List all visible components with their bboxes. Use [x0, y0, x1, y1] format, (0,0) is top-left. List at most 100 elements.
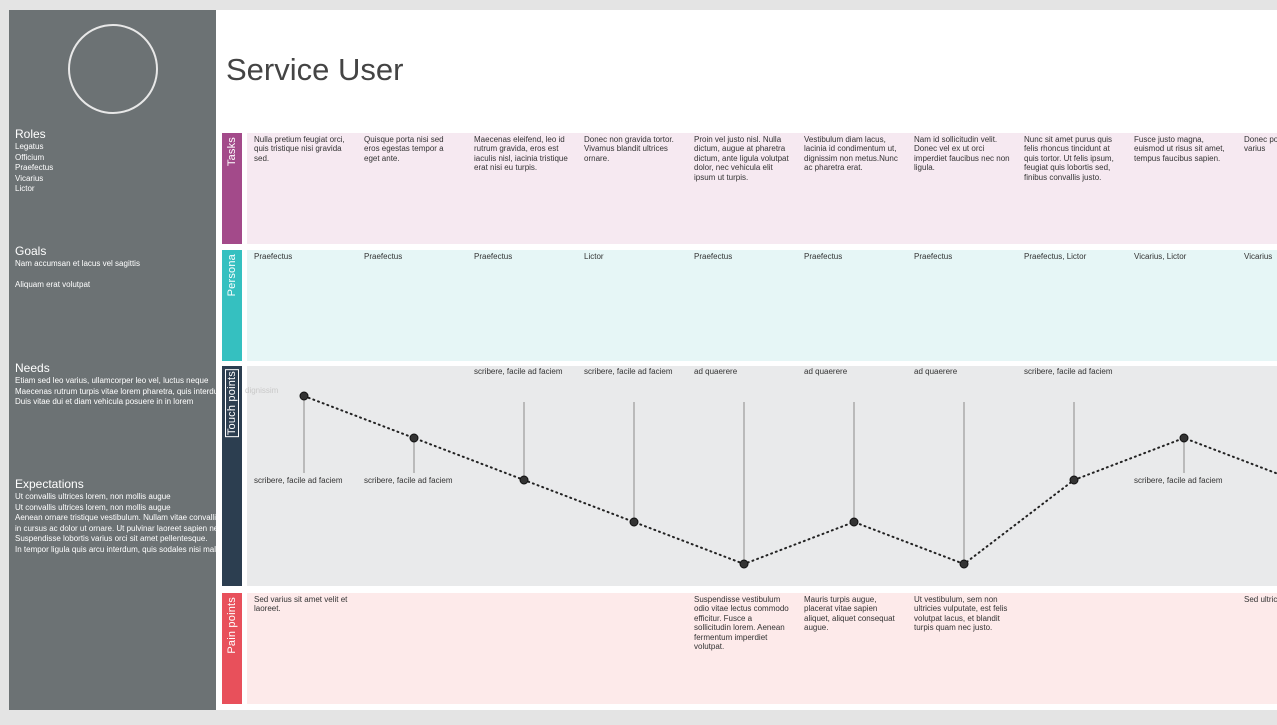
lane-cell[interactable]: Ut vestibulum, sem non ultricies vulputa…	[914, 595, 1008, 633]
lane-cell[interactable]: Praefectus	[804, 252, 843, 261]
expectations-section: Expectations Ut convallis ultrices lorem…	[15, 478, 216, 555]
touch-point-marker[interactable]	[519, 475, 529, 485]
touch-point-label[interactable]: scribere, facile ad faciem	[364, 476, 453, 485]
lane-body-pain-points: Sed varius sit amet velit et laoreet. Sus…	[247, 593, 1277, 704]
touch-points-path	[303, 395, 1277, 566]
touch-points-chart	[299, 391, 1277, 569]
lane-cell[interactable]: Fusce justo magna, euismod ut risus sit …	[1134, 135, 1225, 163]
lane-cell[interactable]: Quisque porta nisi sed eros egestas temp…	[364, 135, 444, 163]
lane-cell[interactable]: Praefectus	[474, 252, 513, 261]
touch-point-label[interactable]: scribere, facile ad faciem	[584, 367, 673, 376]
expectations-list: Ut convallis ultrices lorem, non mollis …	[15, 492, 216, 555]
lane-tab-touch-points[interactable]: Touch points	[222, 366, 242, 586]
sidebar-line: Legatus	[15, 142, 44, 151]
sidebar-line: Lictor	[15, 184, 35, 193]
lane-cell[interactable]	[1024, 593, 1120, 595]
lane-cell[interactable]: Vicarius	[1244, 252, 1273, 261]
lane-cell[interactable]: Vestibulum diam lacus, lacinia id condim…	[804, 135, 898, 173]
lane-cell[interactable]: Maecenas eleifend, leo id rutrum gravida…	[474, 135, 568, 173]
goals-title: Goals	[15, 244, 47, 258]
needs-list: Etiam sed leo varius, ullamcorper leo ve…	[15, 376, 216, 408]
lane-label-pain-points: Pain points	[226, 597, 238, 654]
sidebar-line: Suspendisse lobortis varius orci sit ame…	[15, 534, 208, 543]
lane-persona: Persona Praefectus Praefectus Praefectus Li…	[222, 250, 1277, 361]
touch-point-marker[interactable]	[409, 433, 419, 443]
ghost-label: dignissim	[245, 386, 279, 395]
page-title[interactable]: Service User	[226, 52, 404, 87]
lane-label-persona: Persona	[226, 254, 238, 297]
expectations-title: Expectations	[15, 477, 84, 491]
lane-body-persona: Praefectus Praefectus Praefectus Lictor Prae…	[247, 250, 1277, 361]
lane-cell[interactable]: Suspendisse vestibulum odio vitae lectus…	[694, 595, 789, 652]
lane-cell[interactable]: Nunc sit amet purus quis felis rhoncus t…	[1024, 135, 1114, 182]
sidebar-line: In tempor ligula quis arcu interdum, qui…	[15, 544, 216, 554]
sidebar-line: Ut convallis ultrices lorem, non mollis …	[15, 502, 171, 512]
touch-point-label[interactable]: scribere, facile ad faciem	[1134, 476, 1223, 485]
lane-cell[interactable]: Donec porttitor arcu a varius	[1244, 135, 1277, 154]
touch-point-marker[interactable]	[959, 559, 969, 569]
touch-point-label[interactable]: scribere, facile ad faciem	[1024, 367, 1113, 376]
lane-cell[interactable]: Donec non gravida tortor. Vivamus blandi…	[584, 135, 674, 163]
sidebar-line: Maecenas rutrum turpis vitae lorem phare…	[15, 386, 216, 396]
lane-cell[interactable]: Praefectus	[254, 252, 293, 261]
touch-point-marker[interactable]	[1179, 433, 1189, 443]
lane-label-touch-points: Touch points	[225, 366, 239, 442]
lane-cell[interactable]: Vicarius, Lictor	[1134, 252, 1187, 261]
touch-point-marker[interactable]	[1069, 475, 1079, 485]
lane-label-tasks: Tasks	[226, 137, 238, 167]
sidebar-line: Aenean ornare tristique vestibulum. Null…	[15, 513, 216, 522]
lane-cell[interactable]: Praefectus	[914, 252, 953, 261]
sidebar-line: Praefectus	[15, 163, 54, 172]
sidebar-line: Nam accumsan et lacus vel sagittis	[15, 259, 140, 268]
lane-cell[interactable]: Proin vel justo nisl. Nulla dictum, augu…	[694, 135, 789, 182]
avatar[interactable]	[68, 24, 158, 114]
roles-title: Roles	[15, 127, 46, 141]
lane-tab-tasks[interactable]: Tasks	[222, 133, 242, 244]
sidebar-line: Etiam sed leo varius, ullamcorper leo ve…	[15, 376, 209, 385]
touch-point-marker[interactable]	[629, 517, 639, 527]
touch-point-label[interactable]: ad quaerere	[694, 367, 738, 376]
sidebar-line: Ut convallis ultrices lorem, non mollis …	[15, 492, 171, 501]
touch-point-marker[interactable]	[739, 559, 749, 569]
sidebar-line: Aliquam erat volutpat	[15, 280, 91, 289]
lane-cell[interactable]: Nam id sollicitudin velit. Donec vel ex …	[914, 135, 1010, 173]
touch-point-label[interactable]: ad quaerere	[914, 367, 958, 376]
sidebar-line: in cursus ac dolor ut ornare. Ut pulvina…	[15, 523, 216, 533]
lane-cell[interactable]: Mauris turpis augue, placerat vitae sapi…	[804, 595, 895, 633]
touch-point-label[interactable]: ad quaerere	[804, 367, 848, 376]
lane-cell[interactable]	[474, 593, 570, 595]
sidebar-line: Duis vitae dui et diam vehicula posuere …	[15, 397, 194, 406]
touch-point-marker[interactable]	[849, 517, 859, 527]
lane-cell[interactable]: Sed ultricies pharetra	[1244, 595, 1277, 604]
touch-point-label[interactable]: scribere, facile ad faciem	[254, 476, 343, 485]
sidebar-line: Vicarius	[15, 173, 44, 183]
lane-cell[interactable]: Lictor	[584, 252, 604, 261]
lane-body-touch-points: dignissim scribere, facile ad faciem scri…	[245, 366, 1277, 586]
lane-cell[interactable]: Sed varius sit amet velit et laoreet.	[254, 595, 348, 614]
lane-tasks: Tasks Nulla pretium feugiat orci, quis t…	[222, 133, 1277, 244]
lane-cell[interactable]	[584, 593, 680, 595]
touch-point-marker[interactable]	[299, 391, 309, 401]
lane-tab-persona[interactable]: Persona	[222, 250, 242, 361]
lane-tab-pain-points[interactable]: Pain points	[222, 593, 242, 704]
sidebar-line: Officium	[15, 152, 45, 162]
lane-touch-points: Touch points dignissim scribere, facile …	[222, 366, 1277, 586]
sidebar-line	[15, 270, 216, 281]
lane-cell[interactable]	[364, 593, 460, 595]
lane-cell[interactable]	[1134, 593, 1230, 595]
lane-pain-points: Pain points Sed varius sit amet velit et…	[222, 593, 1277, 704]
lane-cell[interactable]: Praefectus	[364, 252, 403, 261]
lane-body-tasks: Nulla pretium feugiat orci, quis tristiq…	[247, 133, 1277, 244]
lane-cell[interactable]: Nulla pretium feugiat orci, quis tristiq…	[254, 135, 345, 163]
touch-point-label[interactable]: scribere, facile ad faciem	[474, 367, 563, 376]
lane-cell[interactable]: Praefectus, Lictor	[1024, 252, 1087, 261]
needs-title: Needs	[15, 361, 50, 375]
lane-cell[interactable]: Praefectus	[694, 252, 733, 261]
goals-section: Goals Nam accumsan et lacus vel sagittis…	[15, 245, 216, 291]
needs-section: Needs Etiam sed leo varius, ullamcorper …	[15, 362, 216, 408]
